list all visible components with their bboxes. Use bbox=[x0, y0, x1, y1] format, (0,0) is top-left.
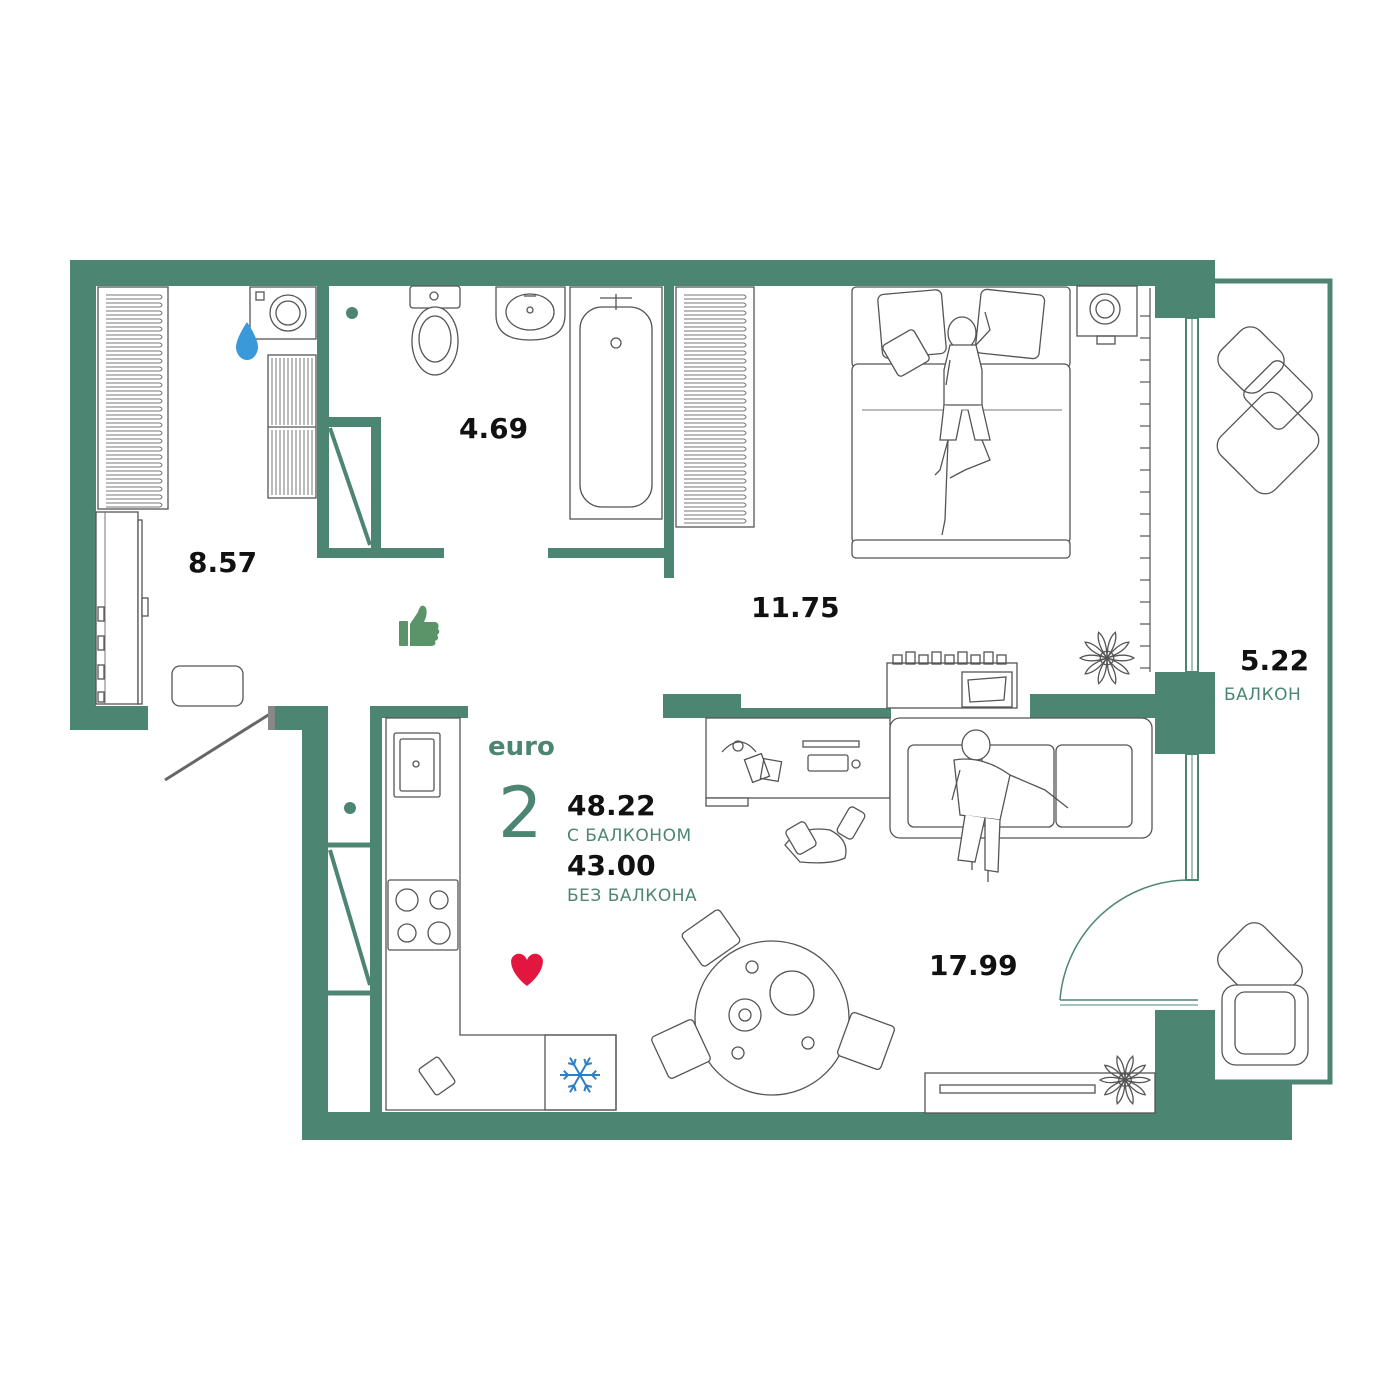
bedroom-wardrobe bbox=[675, 286, 755, 528]
sleeping-person bbox=[934, 311, 991, 536]
wall-kitchen-vert bbox=[370, 706, 382, 1116]
wall-mid-left bbox=[663, 694, 741, 718]
wall-bath-right bbox=[664, 286, 674, 578]
wall-left-bottom bbox=[70, 706, 148, 730]
balcony-outline bbox=[1215, 278, 1333, 1085]
wall-top bbox=[70, 260, 1215, 286]
hallway-area-label: 8.57 bbox=[188, 546, 257, 579]
wall-left bbox=[70, 260, 96, 730]
bedroom-curtain bbox=[1140, 315, 1150, 669]
thumbs-up-icon bbox=[399, 605, 440, 646]
plant-living bbox=[1098, 1055, 1152, 1105]
water-drop-icon bbox=[236, 322, 258, 360]
without-balcony-caption: БЕЗ БАЛКОНА bbox=[567, 886, 697, 906]
sofa bbox=[889, 717, 1153, 882]
lower-drain bbox=[344, 802, 356, 814]
wall-bottom bbox=[302, 1112, 1292, 1140]
bed bbox=[851, 286, 1071, 559]
bedroom-area-label: 11.75 bbox=[751, 591, 840, 624]
bathroom-area-label: 4.69 bbox=[459, 412, 528, 445]
wardrobe bbox=[95, 286, 169, 705]
bathtub bbox=[569, 286, 663, 520]
wall-bottom-right-pier bbox=[1155, 1010, 1215, 1120]
area-without-balcony: 43.00 bbox=[567, 849, 656, 882]
sink bbox=[495, 286, 566, 341]
wall-bottom-right-ext bbox=[1215, 1080, 1292, 1140]
bench bbox=[171, 665, 244, 707]
tv-stand bbox=[924, 1072, 1156, 1114]
toilet bbox=[409, 285, 461, 376]
plant-bedroom bbox=[1078, 631, 1136, 685]
apartment-type: euro bbox=[488, 732, 555, 762]
wall-bath-bottom-right bbox=[548, 548, 672, 558]
wall-kitchen bbox=[370, 706, 468, 718]
sitting-person bbox=[951, 729, 1069, 882]
dining-table bbox=[651, 909, 896, 1096]
washing-machine bbox=[249, 286, 317, 340]
balcony-chair-bottom bbox=[1217, 922, 1309, 1066]
windows bbox=[1149, 288, 1199, 881]
wall-mid-right bbox=[1030, 694, 1155, 718]
heart-icon bbox=[511, 953, 543, 986]
with-balcony-caption: С БАЛКОНОМ bbox=[567, 826, 692, 846]
wall-bath-bottom-left bbox=[317, 548, 444, 558]
apartment-rooms: 2 bbox=[498, 772, 543, 854]
balcony-area-label: 5.22 bbox=[1240, 644, 1309, 677]
entrance-door[interactable] bbox=[164, 706, 275, 782]
wall-bath-left bbox=[317, 286, 329, 556]
walls bbox=[70, 260, 1333, 1140]
work-desk bbox=[705, 717, 891, 807]
shelf-rack bbox=[267, 354, 317, 499]
niche-frame bbox=[329, 417, 381, 552]
wall-top-right-pier bbox=[1155, 260, 1215, 318]
bedside-washer bbox=[1076, 285, 1138, 345]
area-with-balcony: 48.22 bbox=[567, 789, 656, 822]
balcony-title: БАЛКОН bbox=[1224, 685, 1301, 705]
wall-right-pier bbox=[1155, 672, 1215, 754]
desk-bedroom bbox=[886, 651, 1018, 709]
wall-mid bbox=[741, 708, 891, 718]
snowflake-icon bbox=[560, 1057, 600, 1093]
living-area-label: 17.99 bbox=[929, 949, 1018, 982]
balcony-chair-top bbox=[1216, 326, 1320, 495]
kitchen-counter bbox=[385, 717, 617, 1111]
hallway-drain bbox=[346, 307, 358, 319]
balcony-door[interactable] bbox=[1059, 879, 1198, 1006]
office-chair bbox=[784, 806, 866, 864]
wall-lower-left bbox=[302, 706, 328, 1140]
